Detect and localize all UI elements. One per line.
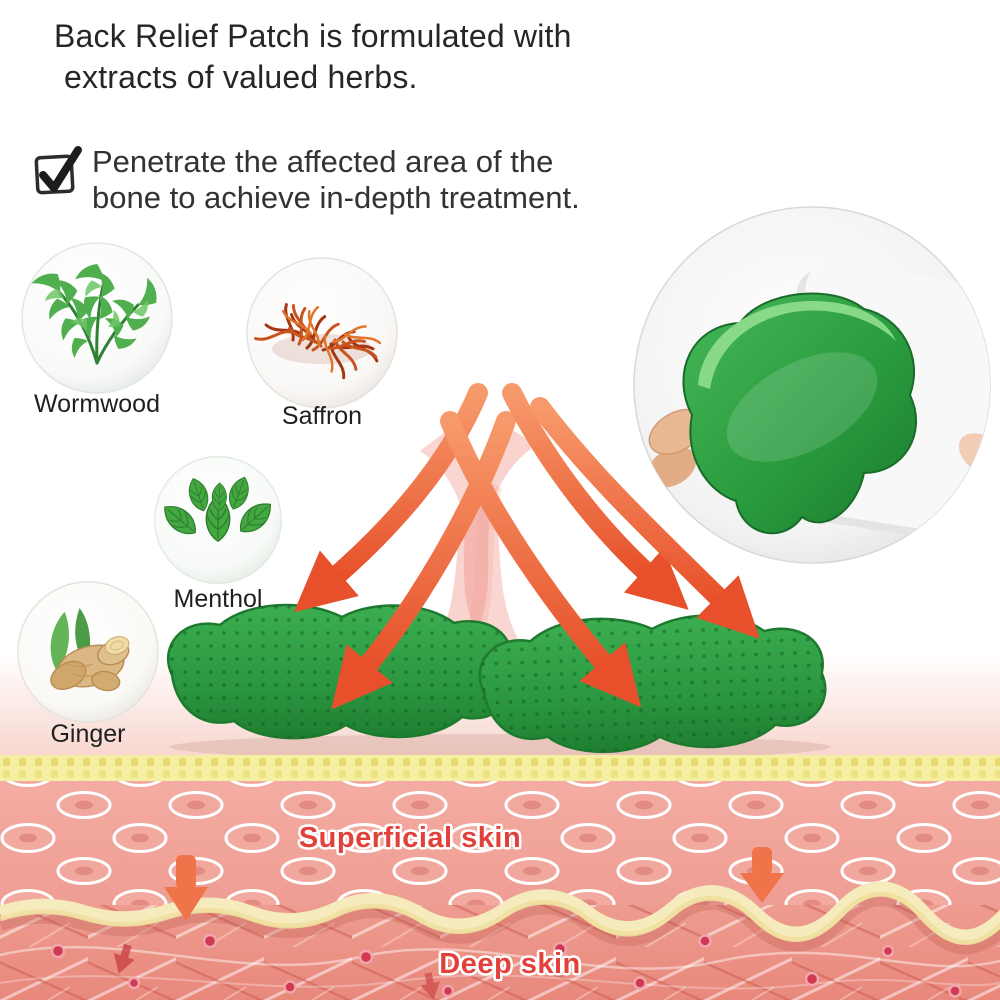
patch-curl-fold <box>698 301 896 389</box>
wormwood-sprig <box>30 259 162 365</box>
checkbox-checked-icon <box>34 146 82 195</box>
ingredient-label-wormwood: Wormwood <box>34 390 160 418</box>
ginger-root <box>50 608 130 692</box>
benefit-text: Penetrate the affected area of the bone … <box>92 144 580 216</box>
menthol-photo <box>154 456 282 584</box>
yellow-surface-band <box>0 755 1000 781</box>
label-superficial-skin: Superficial skin <box>298 822 522 854</box>
page-title: Back Relief Patch is formulated with ext… <box>54 16 572 98</box>
deep-arrow-small-left <box>113 943 135 974</box>
patch-right-half <box>476 609 829 758</box>
label-deep-skin: Deep skin <box>439 948 581 980</box>
peel-demo-circle <box>633 206 991 564</box>
patch-penetration-illustration <box>166 383 830 760</box>
benefit-line1: Penetrate the affected area of the <box>92 144 554 179</box>
ingredient-label-menthol: Menthol <box>173 585 263 613</box>
skin-cross-section <box>0 755 1000 1000</box>
ingredient-label-saffron: Saffron <box>281 402 363 430</box>
ginger-photo <box>17 581 159 723</box>
penetration-arrows <box>293 383 760 710</box>
wormwood-photo <box>21 242 173 394</box>
ingredient-label-ginger: Ginger <box>50 720 126 748</box>
deep-arrow-small-mid <box>420 972 440 1000</box>
dermis-boundary-wave <box>0 881 1000 955</box>
page-title-line1: Back Relief Patch is formulated with <box>54 18 572 54</box>
absorption-arrow-right <box>740 847 784 903</box>
saffron-photo <box>246 257 398 409</box>
benefit-line2: bone to achieve in-depth treatment. <box>92 180 580 215</box>
benefit-row: Penetrate the affected area of the bone … <box>30 138 580 216</box>
absorption-arrow-left <box>164 855 208 921</box>
page-title-line2: extracts of valued herbs. <box>64 59 418 95</box>
patch-left-half <box>166 603 515 740</box>
deep-skin-nuclei <box>50 933 962 998</box>
